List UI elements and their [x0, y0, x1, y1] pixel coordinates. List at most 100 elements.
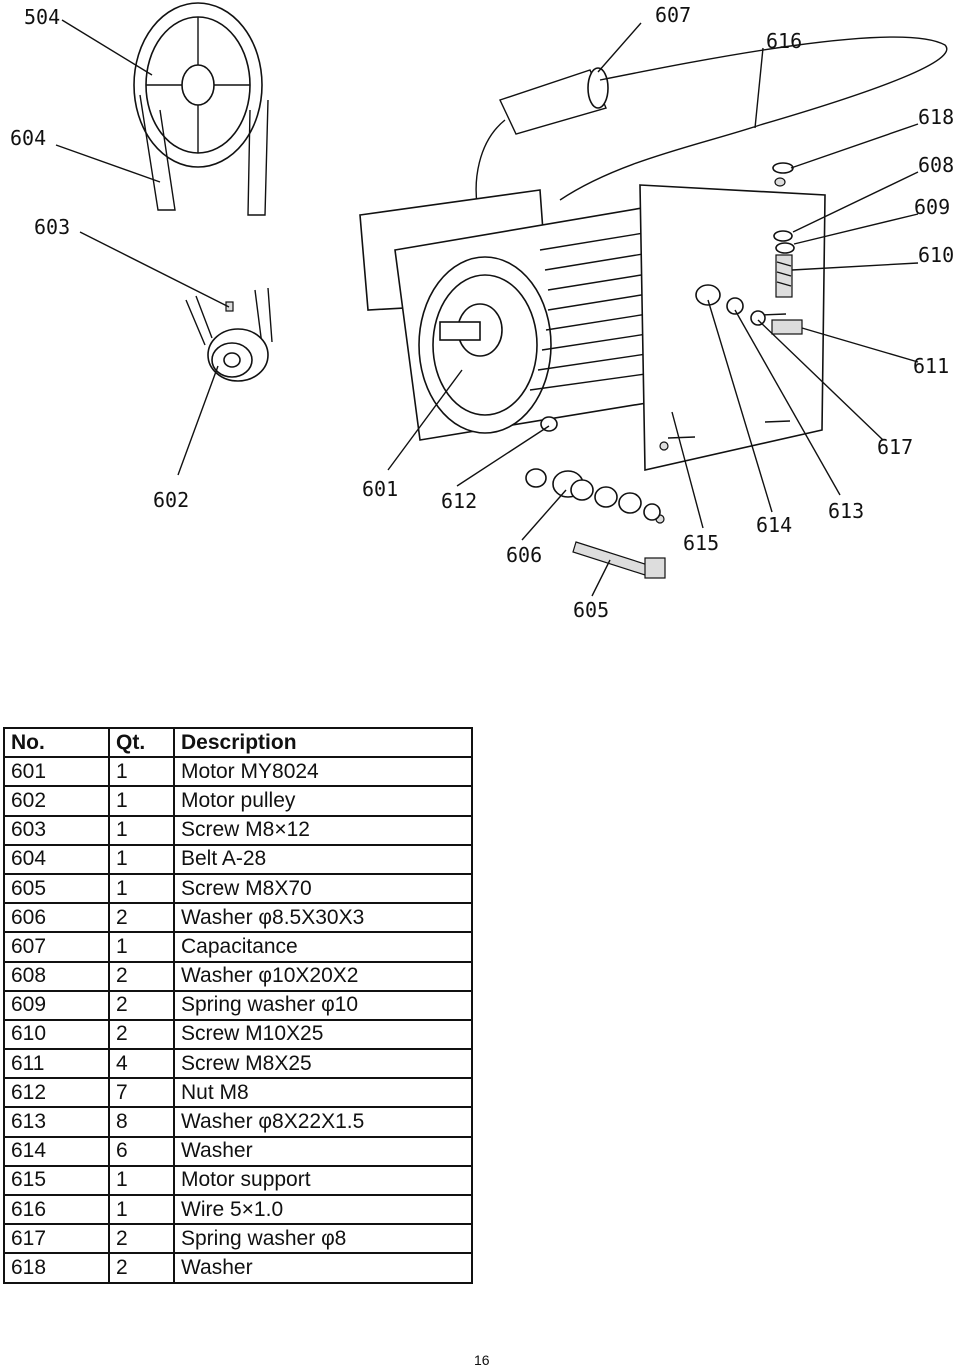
cell-description: Wire 5×1.0	[173, 1193, 473, 1226]
cell-no: 609	[3, 989, 110, 1021]
hardware-drawing	[525, 162, 803, 579]
belt-drawing	[139, 94, 269, 216]
cell-description: Motor MY8024	[173, 756, 473, 788]
cell-description: Motor pulley	[173, 785, 473, 817]
cell-description: Screw M8×12	[173, 814, 473, 846]
callout-labels: 504 607 616 618 608 609 610 604 603 611 …	[10, 3, 954, 622]
cell-description: Washer	[173, 1135, 473, 1167]
cell-description: Screw M8X70	[173, 872, 473, 905]
cell-no: 614	[3, 1135, 110, 1167]
cell-description: Capacitance	[173, 931, 473, 963]
cell-no: 613	[3, 1106, 110, 1138]
cell-no: 617	[3, 1223, 110, 1255]
cell-description: Washer φ8.5X30X3	[173, 902, 473, 934]
cell-qty: 1	[108, 931, 175, 963]
callout-602: 602	[153, 488, 189, 512]
page-number: 16	[474, 1352, 490, 1368]
callout-608: 608	[918, 153, 954, 177]
cell-no: 611	[3, 1048, 110, 1080]
callout-611: 611	[913, 354, 949, 378]
cell-qty: 1	[108, 1193, 175, 1226]
cell-qty: 1	[108, 785, 175, 817]
cell-description: Washer φ10X20X2	[173, 960, 473, 992]
cell-no: 607	[3, 931, 110, 963]
cell-description: Nut M8	[173, 1077, 473, 1109]
motor-drawing	[359, 177, 826, 524]
cell-description: Washer φ8X22X1.5	[173, 1106, 473, 1138]
cell-qty: 7	[108, 1077, 175, 1109]
cell-no: 601	[3, 756, 110, 788]
cell-qty: 1	[108, 1164, 175, 1197]
callout-504: 504	[24, 5, 60, 29]
callout-612: 612	[441, 489, 477, 513]
cell-qty: 2	[108, 1223, 175, 1255]
cell-qty: 2	[108, 1018, 175, 1051]
exploded-parts-diagram: 504 607 616 618 608 609 610 604 603 611 …	[10, 2, 954, 622]
cell-qty: 2	[108, 989, 175, 1021]
callout-614: 614	[756, 513, 792, 537]
cell-qty: 1	[108, 843, 175, 875]
header-description: Description	[173, 726, 473, 759]
cell-no: 604	[3, 843, 110, 875]
cell-qty: 2	[108, 960, 175, 992]
large-pulley-drawing	[133, 2, 263, 168]
cell-qty: 2	[108, 902, 175, 934]
cell-description: Screw M8X25	[173, 1048, 473, 1080]
cell-no: 612	[3, 1077, 110, 1109]
cell-qty: 6	[108, 1135, 175, 1167]
callout-604: 604	[10, 126, 46, 150]
callout-609: 609	[914, 195, 950, 219]
callout-606: 606	[506, 543, 542, 567]
cell-qty: 1	[108, 872, 175, 905]
callout-617: 617	[877, 435, 913, 459]
callout-607: 607	[655, 3, 691, 27]
motor-pulley-drawing	[185, 287, 273, 382]
cell-description: Belt A-28	[173, 843, 473, 875]
cell-no: 602	[3, 785, 110, 817]
cell-no: 608	[3, 960, 110, 992]
callout-615: 615	[683, 531, 719, 555]
leader-lines	[55, 19, 919, 597]
header-no: No.	[3, 726, 110, 759]
cell-description: Motor support	[173, 1164, 473, 1197]
table-header-row: No. Qt. Description	[3, 726, 473, 759]
cell-no: 606	[3, 902, 110, 934]
cell-description: Spring washer φ10	[173, 989, 473, 1021]
cell-no: 618	[3, 1252, 110, 1284]
cell-description: Spring washer φ8	[173, 1223, 473, 1255]
cell-qty: 8	[108, 1106, 175, 1138]
callout-601: 601	[362, 477, 398, 501]
callout-613: 613	[828, 499, 864, 523]
cell-qty: 1	[108, 756, 175, 788]
callout-616: 616	[766, 29, 802, 53]
callout-603: 603	[34, 215, 70, 239]
callout-610: 610	[918, 243, 954, 267]
cell-description: Washer	[173, 1252, 473, 1284]
cell-qty: 2	[108, 1252, 175, 1284]
cell-no: 603	[3, 814, 110, 846]
cell-no: 610	[3, 1018, 110, 1051]
cell-no: 615	[3, 1164, 110, 1197]
cell-qty: 1	[108, 814, 175, 846]
cell-qty: 4	[108, 1048, 175, 1080]
callout-618: 618	[918, 105, 954, 129]
callout-605: 605	[573, 598, 609, 622]
